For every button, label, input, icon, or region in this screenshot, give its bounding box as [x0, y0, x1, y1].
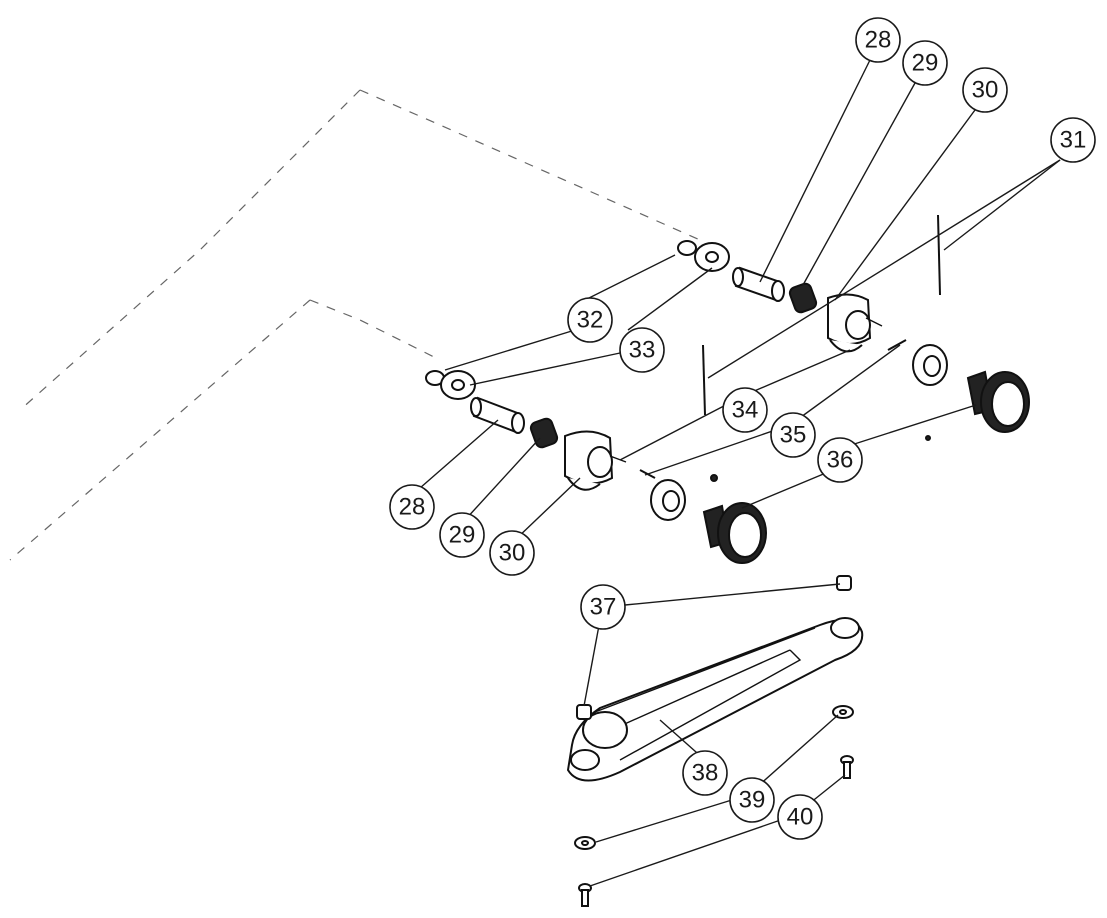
balloon-34: 34	[722, 387, 768, 433]
spring-upper	[788, 282, 818, 314]
set-screws-37	[576, 575, 852, 720]
balloon-39: 39	[729, 777, 775, 823]
balloon-30-upper: 30	[962, 67, 1008, 113]
handle	[566, 617, 864, 782]
balloon-29-upper: 29	[902, 40, 948, 86]
balloon-label: 39	[739, 787, 766, 814]
balloon-label: 38	[692, 760, 719, 787]
balloon-29-lower: 29	[439, 512, 485, 558]
balloon-35: 35	[770, 412, 816, 458]
balloon-30-lower: 30	[489, 530, 535, 576]
balloon-36: 36	[817, 437, 863, 483]
leader-lines	[419, 59, 1061, 887]
pin-lower	[470, 396, 525, 434]
balloon-label: 37	[590, 594, 617, 621]
balloon-28-upper: 28	[855, 17, 901, 63]
balloon-label: 35	[780, 422, 807, 449]
screws-40	[578, 755, 854, 907]
balloon-label: 31	[1060, 127, 1087, 154]
balloon-label: 28	[865, 27, 892, 54]
balloon-label: 28	[399, 494, 426, 521]
balloon-label: 32	[577, 307, 604, 334]
balloon-32: 32	[567, 297, 613, 343]
balloon-label: 29	[912, 50, 939, 77]
balloon-label: 30	[499, 540, 526, 567]
dowel-pin-lower	[702, 344, 706, 416]
balloon-38: 38	[682, 750, 728, 796]
balloon-label: 30	[972, 77, 999, 104]
balloon-37: 37	[580, 584, 626, 630]
dowel-pin-upper	[937, 214, 941, 296]
balloon-33: 33	[619, 327, 665, 373]
knob-upper	[966, 370, 1030, 433]
housing-lower	[564, 430, 627, 491]
balloon-40: 40	[777, 794, 823, 840]
balloon-label: 34	[732, 397, 759, 424]
housing-upper	[827, 293, 883, 353]
lower-assembly	[425, 344, 767, 564]
balloon-31: 31	[1050, 117, 1096, 163]
balloon-label: 40	[787, 804, 814, 831]
balloon-label: 33	[629, 337, 656, 364]
bushing-upper	[912, 344, 948, 386]
balloon-28-lower: 28	[389, 484, 435, 530]
upper-assembly	[677, 214, 1030, 441]
retaining-ring-upper	[677, 240, 697, 256]
balloon-label: 36	[827, 447, 854, 474]
pin-upper	[732, 266, 785, 302]
bushing-lower	[650, 479, 686, 521]
small-pin-upper	[887, 339, 907, 351]
phantom-outline	[9, 89, 701, 561]
knob-lower	[702, 502, 767, 564]
balloon-label: 29	[449, 522, 476, 549]
